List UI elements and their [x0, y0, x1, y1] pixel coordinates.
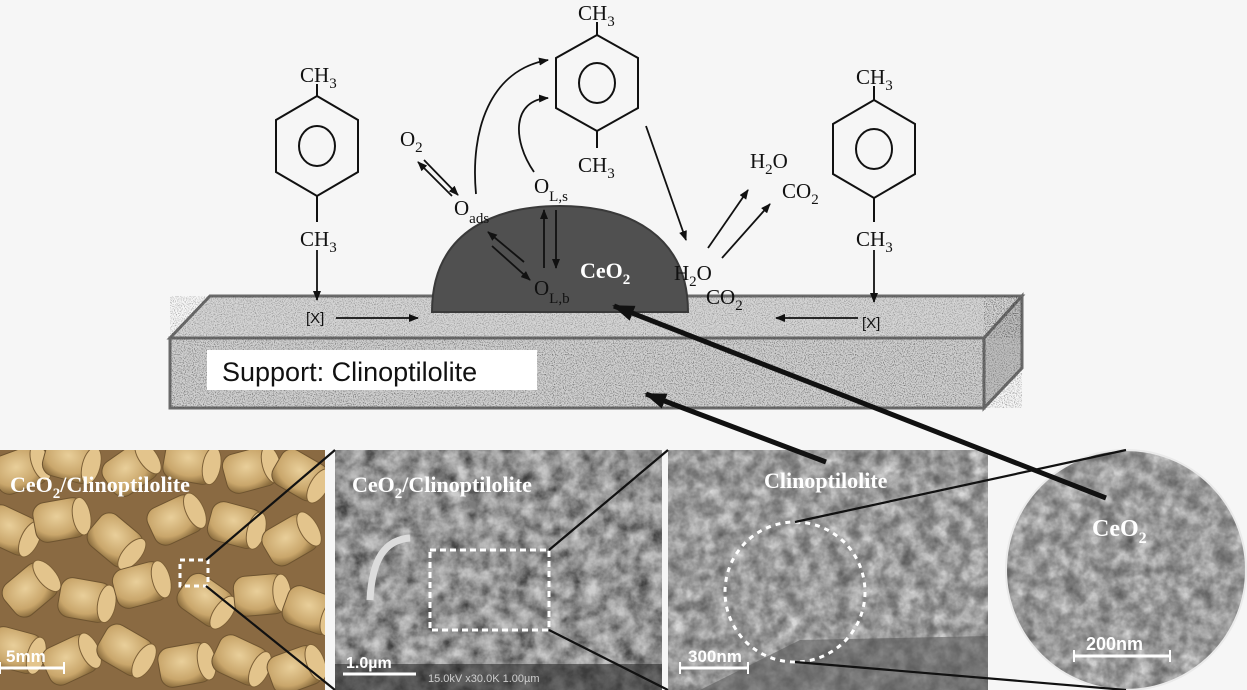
h2o-mid-label: H2O: [674, 261, 712, 290]
pellet: [0, 626, 47, 675]
pellet: [261, 511, 322, 567]
toluene-left: CH3 CH3: [275, 63, 359, 256]
sem1-scale-label: 1.0µm: [346, 655, 392, 672]
benzene-ring-right: [832, 98, 916, 200]
methyl-top-center: CH3: [578, 1, 615, 30]
x-site-left: [X]: [306, 310, 324, 327]
arrow-ols-to-toluene: [518, 94, 549, 173]
support-label: Support: Clinoptilolite: [222, 357, 477, 387]
zoom-connectors: [205, 448, 1127, 690]
arrow-o2-oads-rev: [417, 161, 453, 197]
panel-sem-clinoptilolite: Clinoptilolite 300nm: [668, 450, 988, 690]
arrow-co2-up: [721, 203, 771, 259]
arrow-olb-to-oads: [487, 231, 525, 263]
sem2-scale-label: 300nm: [688, 647, 742, 666]
pellet: [157, 641, 217, 688]
sem1-instrument-footer: 15.0kV x30.0K 1.00µm: [428, 673, 540, 685]
pellet: [57, 577, 117, 624]
ceo2-top-label: CeO2: [580, 258, 630, 288]
arrow-h2o-up: [707, 189, 749, 249]
benzene-ring-left: [275, 94, 359, 198]
arrow-o2-oads-fwd: [423, 159, 459, 196]
pellet-zoom-box: [178, 558, 210, 588]
panel-pellets-photo: CeO2/Clinoptilolite 5mm: [0, 450, 325, 690]
toluene-right: CH3 CH3: [832, 65, 916, 256]
reaction-arrows: [313, 57, 878, 322]
pellet: [86, 512, 147, 571]
pointer-ceo2-to-hemisphere: [612, 303, 1107, 501]
sem3-title: CeO2: [1092, 516, 1147, 547]
pellet: [1, 559, 62, 618]
methyl-top-right: CH3: [856, 65, 893, 94]
methyl-bottom-left: CH3: [300, 227, 337, 256]
co2-upper-label: CO2: [782, 179, 819, 208]
pointer-clinoptilolite-to-support: [644, 391, 827, 465]
support-label-box: [207, 350, 537, 390]
methyl-bottom-right: CH3: [856, 227, 893, 256]
o2-label: O2: [400, 127, 423, 156]
pellet: [41, 450, 102, 485]
methyl-top-left: CH3: [300, 63, 337, 92]
pellet: [266, 643, 325, 690]
arrow-oads-to-olb: [491, 245, 531, 281]
oads-label: Oads: [454, 196, 489, 227]
arrow-oads-to-toluene: [474, 57, 549, 195]
sem2-title: Clinoptilolite: [764, 468, 888, 493]
methyl-bottom-center: CH3: [578, 153, 615, 182]
pellet: [146, 492, 207, 546]
panel-sem-ceo2-circle: CeO2 200nm: [1005, 449, 1247, 690]
sem2-zoom-circle: [723, 520, 867, 664]
sem1-title: CeO2/Clinoptilolite: [352, 472, 532, 502]
pellet: [162, 450, 222, 486]
ols-label: OL,s: [534, 174, 568, 205]
pellet: [111, 560, 172, 609]
pellets: [0, 450, 325, 690]
h2o-upper-label: H2O: [750, 149, 788, 178]
pellets-title: CeO2/Clinoptilolite: [10, 472, 190, 502]
pellet: [271, 450, 325, 504]
pellet: [32, 496, 92, 543]
pellet: [101, 450, 162, 498]
support-bar: Support: Clinoptilolite: [166, 292, 1026, 412]
pellet: [281, 585, 325, 637]
benzene-ring-center: [555, 33, 639, 133]
co2-mid-label: CO2: [706, 285, 743, 314]
olb-label: OL,b: [534, 276, 570, 307]
x-site-right: [X]: [862, 315, 880, 332]
panel-sem-ceo2-clinoptilolite: CeO2/Clinoptilolite 1.0µm 15.0kV x30.0K …: [335, 450, 662, 690]
pellet: [96, 623, 157, 679]
sem3-scale-label: 200nm: [1086, 634, 1143, 654]
arrow-toluene-to-h2o: [645, 125, 687, 241]
pellet: [211, 634, 272, 688]
pellets-scale-label: 5mm: [6, 647, 46, 666]
toluene-center: CH3 CH3: [555, 1, 639, 182]
pointer-arrows: [612, 303, 1107, 501]
